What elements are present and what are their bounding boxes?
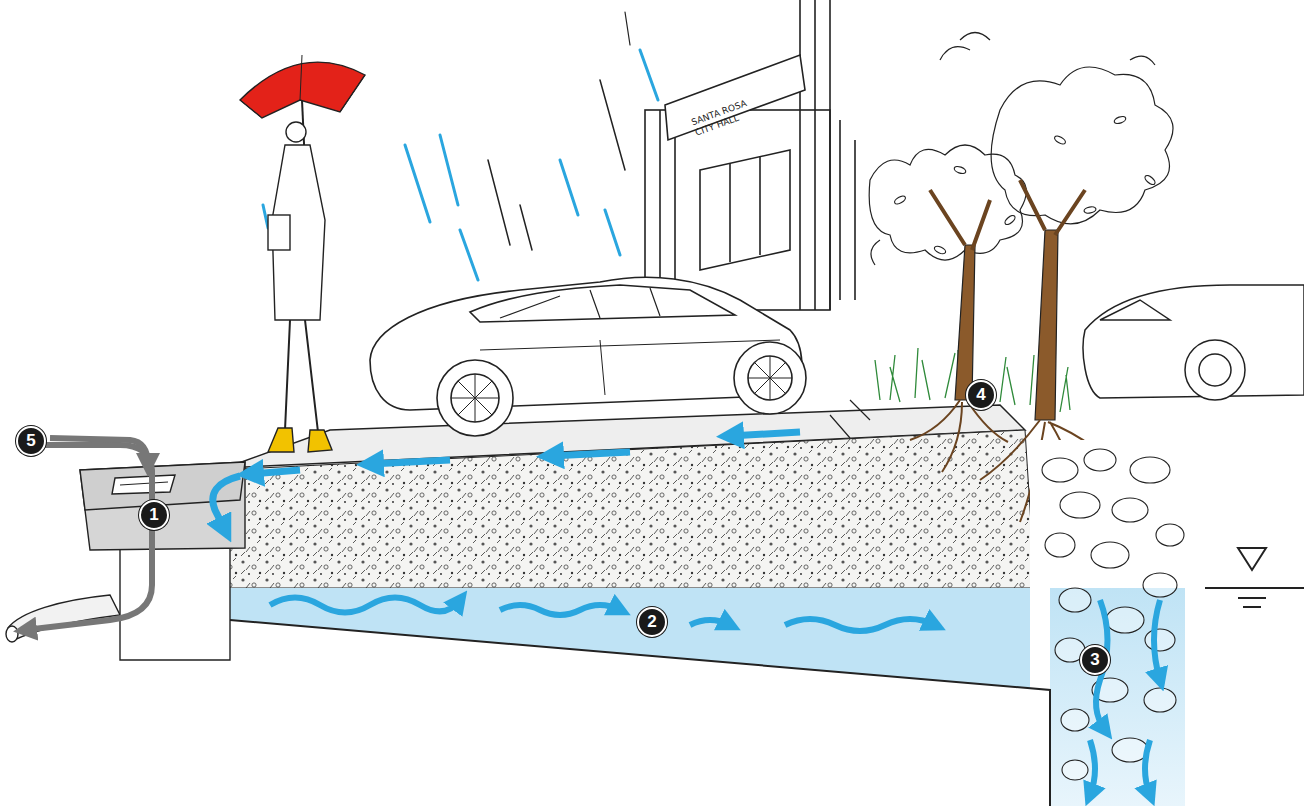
callout-number: 2: [637, 607, 667, 637]
callout-number: 3: [1080, 645, 1110, 675]
callout-number: 5: [16, 426, 46, 456]
callout-number: 4: [966, 380, 996, 410]
callout-number: 1: [139, 500, 169, 530]
